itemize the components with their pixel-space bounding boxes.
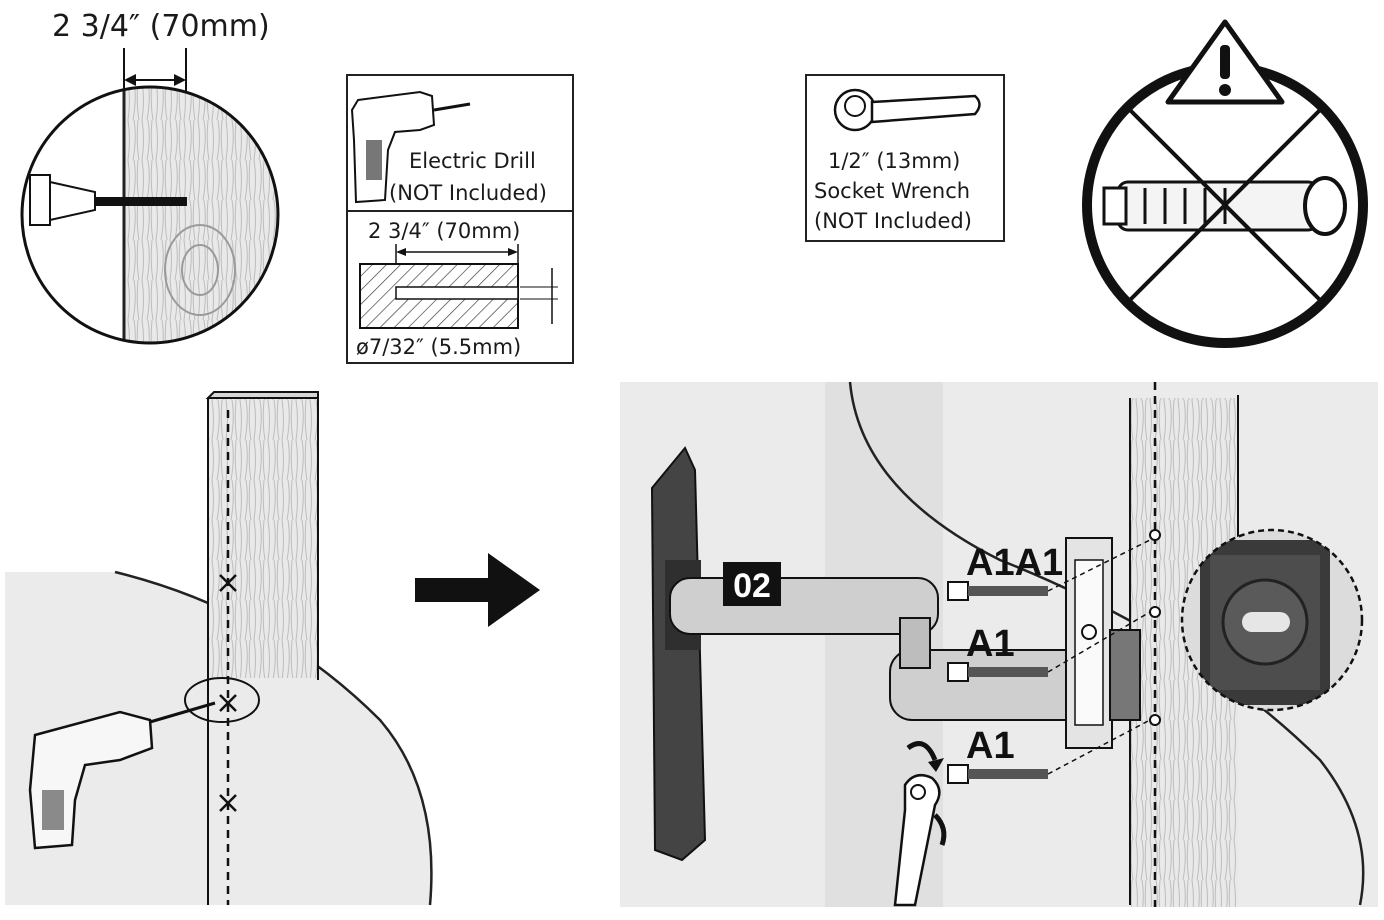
wrench-size: 1/2″ (13mm) <box>828 149 960 173</box>
electric-drill-icon <box>350 90 471 204</box>
depth-label: 2 3/4″ (70mm) <box>52 9 270 44</box>
hole-diameter-label: ø7/32″ (5.5mm) <box>356 335 521 359</box>
socket-wrench-icon <box>833 88 981 132</box>
screw-label: A1 <box>966 725 1015 767</box>
part-tag-label: 02 <box>733 567 771 605</box>
screw-label: A1A1 <box>966 542 1063 584</box>
wrench-note: (NOT Included) <box>814 209 972 233</box>
wall-plate <box>1065 537 1141 749</box>
part-tag: 02 <box>723 562 781 606</box>
wrench-name: Socket Wrench <box>814 179 970 203</box>
mounting-scene: 02 A1A1 A1 A1 <box>620 381 1378 907</box>
socket-wrench-icon <box>893 773 941 907</box>
zoom-detail <box>1180 528 1364 712</box>
tv-mounting-plate <box>650 446 707 862</box>
drill-note: (NOT Included) <box>389 181 547 205</box>
lag-bolt <box>947 611 1151 682</box>
no-anchor-warning <box>1082 19 1368 348</box>
drill-info-box: Electric Drill (NOT Included) 2 3/4″ (70… <box>346 74 574 364</box>
hole-depth-label: 2 3/4″ (70mm) <box>368 219 520 243</box>
lag-bolt <box>947 539 1151 601</box>
drill-name: Electric Drill <box>409 149 536 173</box>
wrench-info-box: 1/2″ (13mm) Socket Wrench (NOT Included) <box>805 74 1005 242</box>
electric-drill-icon <box>28 701 216 850</box>
arrow-right-icon <box>415 553 540 627</box>
rotate-arrow-icon <box>906 741 947 846</box>
screw-label: A1 <box>966 623 1015 665</box>
lag-bolt <box>947 719 1151 784</box>
stud-drilling-scene <box>5 391 433 906</box>
depth-detail: 2 3/4″ (70mm) <box>20 9 280 345</box>
prohibited-anchor-icon <box>1102 176 1347 236</box>
warning-triangle-icon <box>1165 19 1285 105</box>
